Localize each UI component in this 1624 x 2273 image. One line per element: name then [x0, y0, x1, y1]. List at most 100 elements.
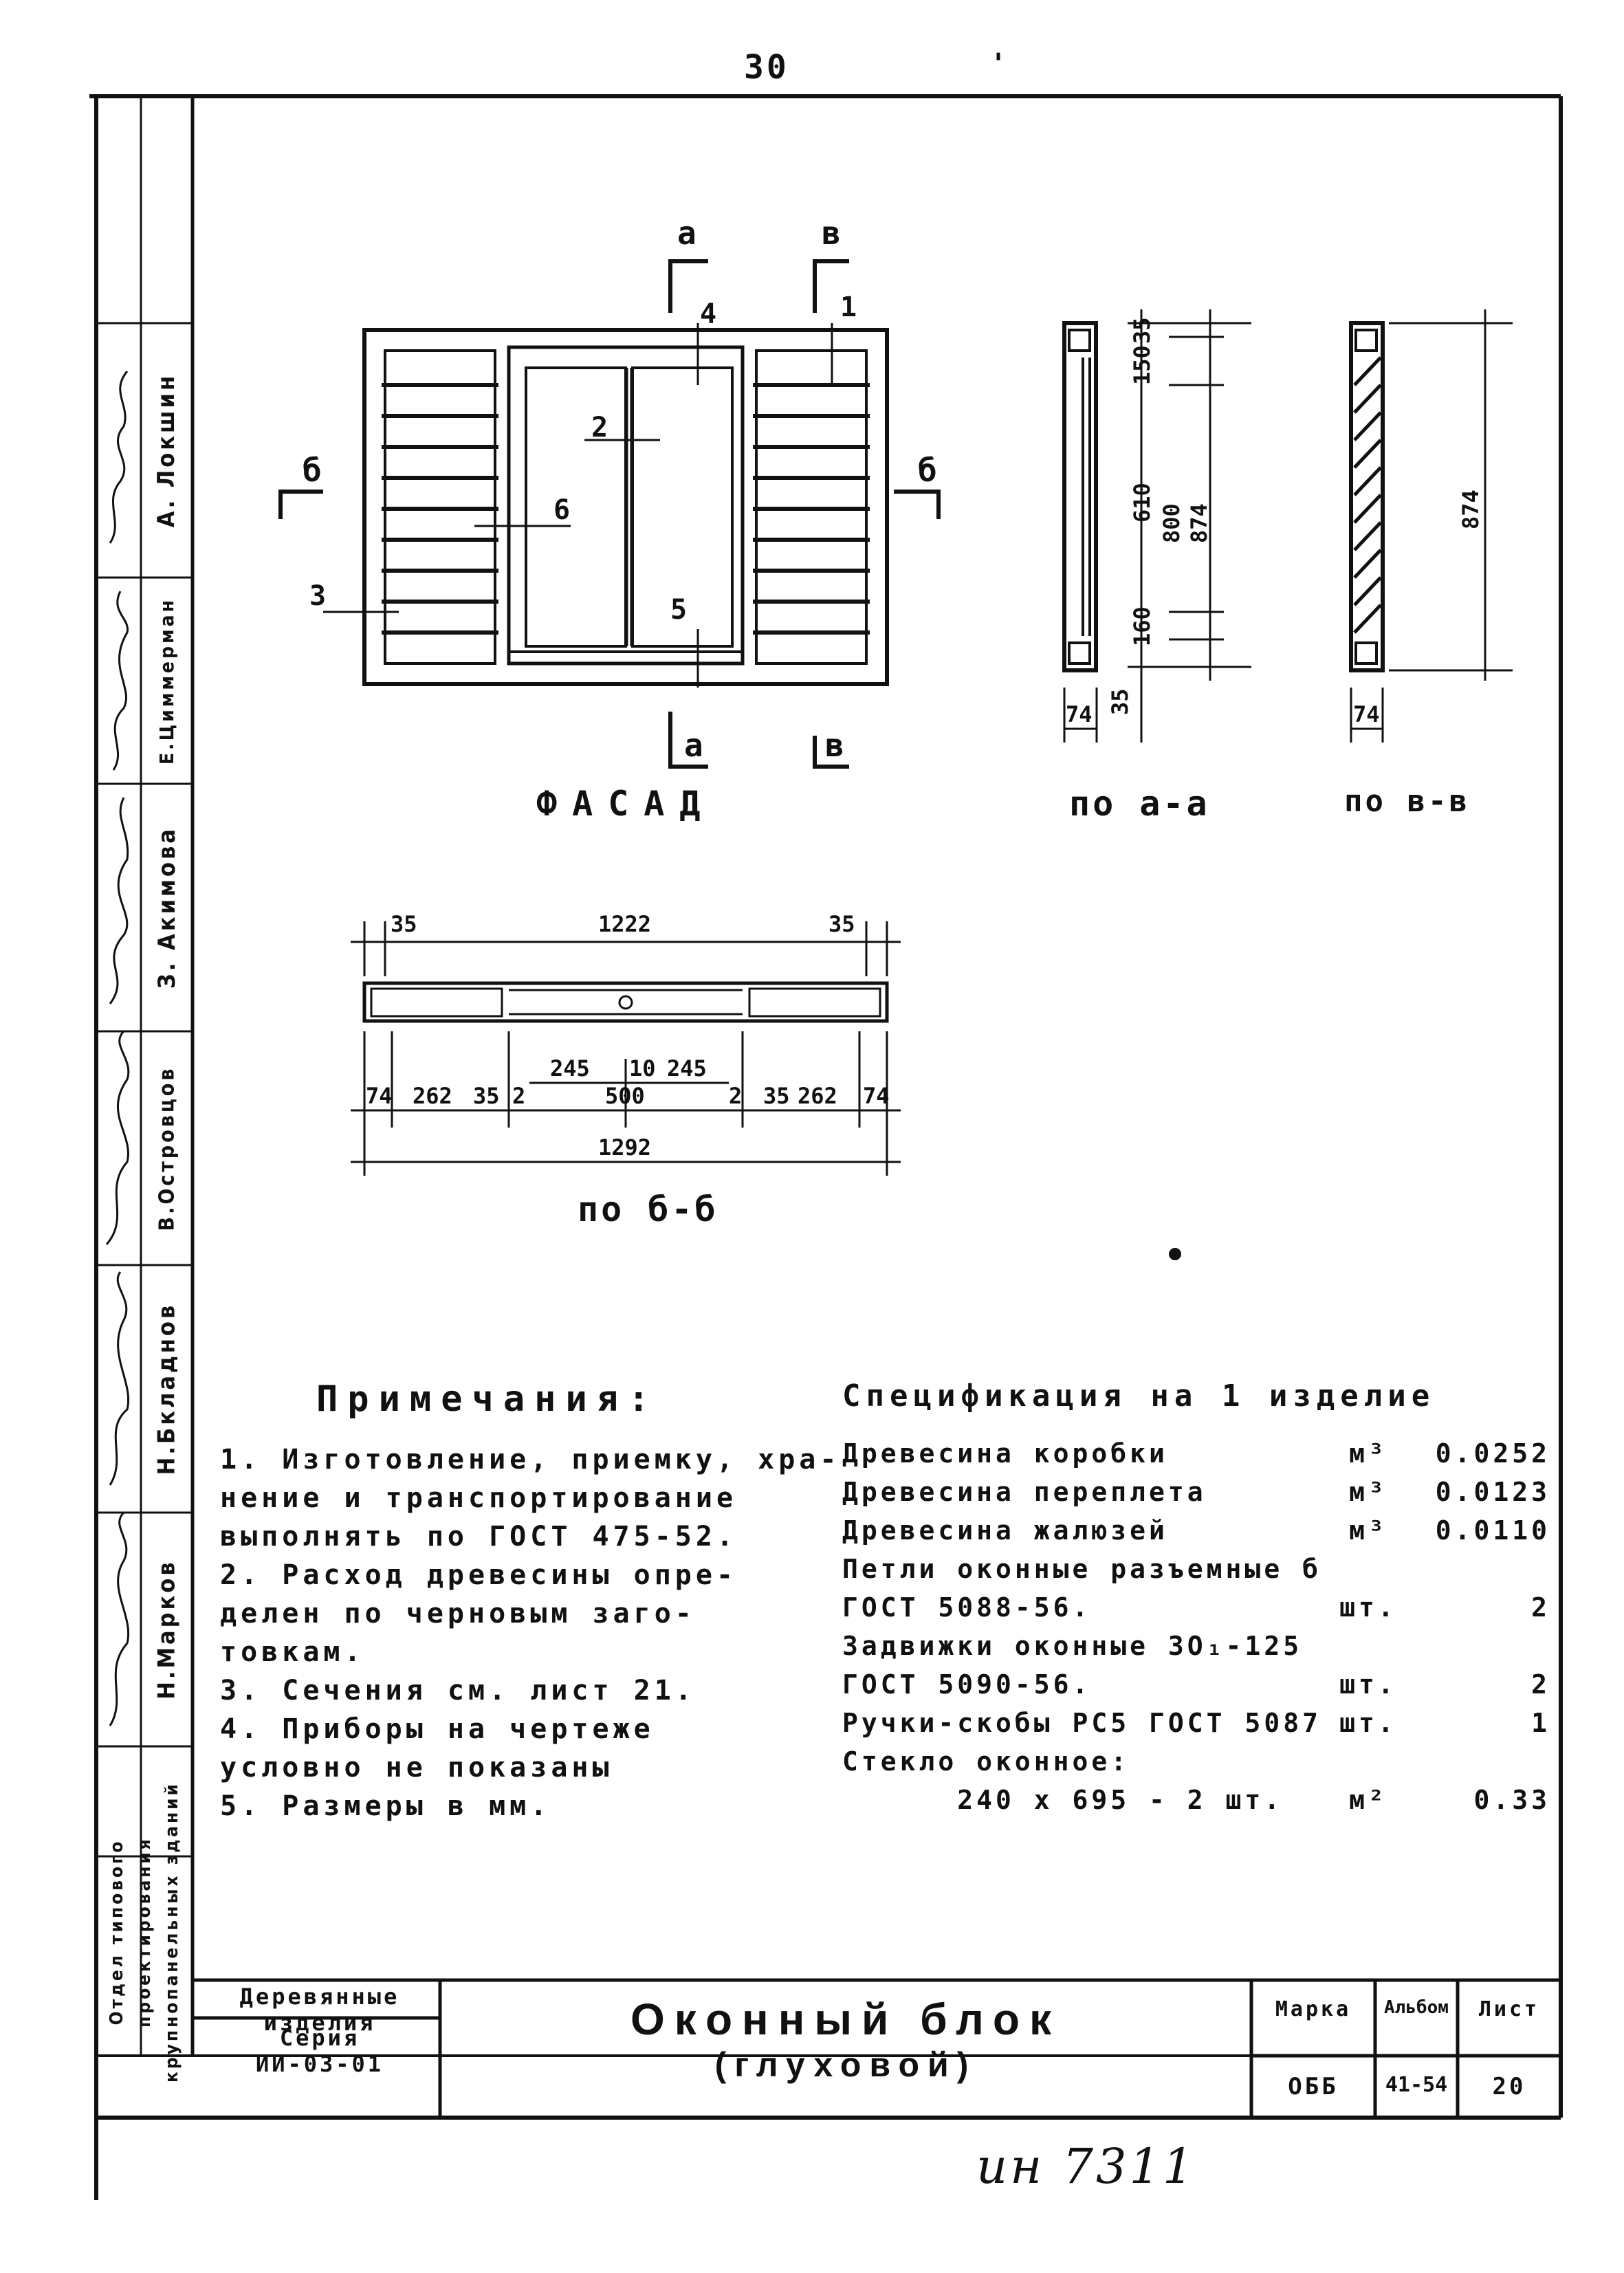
dim-bb-2-a: 2 [512, 1083, 525, 1109]
person-name: Е.Циммерман [155, 597, 179, 765]
section-b-top: в [822, 215, 841, 252]
dim-aa-800: 800 [1159, 503, 1185, 543]
section-vv-title: по в-в [1344, 784, 1470, 819]
note-line: нение и транспортирование [220, 1482, 738, 1514]
spec-block: Спецификация на 1 изделие Древесина коро… [842, 1379, 1550, 1819]
dim-bb-500: 500 [605, 1083, 645, 1109]
dim-bb-35-b: 35 [763, 1083, 790, 1109]
spec-name: ГОСТ 5090-56. [842, 1669, 1092, 1700]
section-aa-view [1062, 309, 1251, 743]
spec-unit: м² [1349, 1785, 1387, 1815]
sidebar-person: Е.Циммерман [141, 578, 193, 784]
spec-name: Ручки-скобы РС5 ГОСТ 5087-56 [842, 1708, 1324, 1738]
sidebar-person: А. Локшин [141, 323, 193, 578]
section-a-top: а [677, 215, 696, 252]
spec-unit [1324, 1742, 1413, 1781]
tb-mark: ОББ [1288, 2073, 1339, 2100]
notes-block: Примечания: 1. Изготовление, приемку, хр… [220, 1379, 841, 1825]
dim-bb-245-a: 245 [550, 1055, 590, 1081]
org-line: Отдел типового [107, 1838, 128, 2025]
spec-name: Древесина переплета [842, 1477, 1207, 1507]
spec-qty: 0.0110 [1435, 1515, 1550, 1546]
tb-title: Оконный блок (глуховой) [440, 1994, 1251, 2085]
tb-title-1: Оконный блок [630, 1995, 1062, 2044]
callout-3: 3 [309, 580, 326, 612]
dim-vv-74: 74 [1353, 701, 1380, 727]
spec-unit: шт. [1339, 1592, 1397, 1623]
tb-category-1: Деревянные [239, 1984, 400, 2010]
spec-unit: м³ [1349, 1438, 1387, 1469]
spec-qty: 0.0252 [1435, 1438, 1550, 1469]
section-b-right: б [918, 452, 937, 489]
spec-qty: 1 [1531, 1708, 1550, 1738]
facade-view [278, 259, 941, 769]
dim-bb-262-right: 262 [798, 1083, 837, 1109]
callout-6: 6 [553, 494, 570, 526]
spec-row: Ручки-скобы РС5 ГОСТ 5087-56шт.1 [842, 1704, 1550, 1742]
spec-name: ГОСТ 5088-56. [842, 1592, 1092, 1623]
callout-5: 5 [670, 594, 687, 626]
tb-col-album: Альбом [1384, 1997, 1449, 2018]
spec-unit: шт. [1339, 1669, 1397, 1700]
archive-number: ин 7311 [976, 2138, 1196, 2195]
tb-title-2: (глуховой) [714, 2045, 977, 2084]
dim-aa-74: 74 [1066, 701, 1093, 727]
spec-name: Петли оконные разъемные б-75 [842, 1554, 1324, 1584]
person-name: З. Акимова [153, 826, 181, 989]
dim-bb-10: 10 [629, 1055, 656, 1081]
top-mark: ' [990, 48, 1010, 80]
section-b-bottom: в [825, 727, 844, 764]
sidebar-person: Н.Марков [141, 1513, 193, 1746]
spec-qty [1413, 1742, 1550, 1781]
note-line: условно не показаны [220, 1752, 613, 1783]
tb-series: Серия ИИ-03-01 [203, 2025, 437, 2077]
note-line: 5. Размеры в мм. [220, 1790, 551, 1822]
spec-row: Задвижки оконные ЗО₁-125 [842, 1627, 1550, 1665]
spec-qty: 2 [1531, 1592, 1550, 1623]
spec-unit: м³ [1349, 1477, 1387, 1507]
section-a-bottom: а [684, 727, 703, 764]
spec-name: Древесина коробки [842, 1438, 1168, 1469]
dim-bb-1222: 1222 [598, 911, 651, 937]
spec-row: ГОСТ 5090-56. шт. 2 [842, 1665, 1550, 1704]
notes-title: Примечания: [316, 1379, 659, 1420]
spec-qty: 0.0123 [1435, 1477, 1550, 1507]
sidebar-person: Н.Бкладнов [141, 1265, 193, 1513]
spec-title: Спецификация на 1 изделие [842, 1379, 1436, 1414]
callout-4: 4 [700, 298, 716, 330]
section-vv-dims: 874 74 [1353, 490, 1484, 727]
tb-album: 41-54 [1385, 2073, 1448, 2097]
facade-labels: 4 1 2 6 3 5 а в а в б б [303, 215, 937, 764]
spec-row: Стекло оконное: [842, 1742, 1550, 1781]
section-aa-title: по а-а [1069, 784, 1210, 824]
spec-unit [1324, 1550, 1413, 1588]
dim-aa-35b: 35 [1107, 688, 1133, 715]
spec-name: 240 x 695 - 2 шт. [842, 1785, 1284, 1815]
section-aa-dims: 35 150 610 800 874 160 35 74 [1066, 317, 1212, 727]
spec-name: Стекло оконное: [842, 1746, 1130, 1777]
speck [1169, 1248, 1181, 1260]
dim-aa-874: 874 [1186, 503, 1212, 543]
tb-series-2: ИИ-03-01 [255, 2051, 384, 2077]
callout-2: 2 [591, 412, 608, 443]
sidebar-org: Отдел типового проектирования крупнопане… [96, 1746, 193, 2118]
facade-title: ФАСАД [536, 784, 716, 824]
callout-1: 1 [840, 292, 857, 323]
note-line: делен по черновым заго- [220, 1598, 696, 1629]
dim-aa-160: 160 [1129, 606, 1155, 646]
spec-row: Древесина коробки м³ 0.0252 [842, 1434, 1550, 1473]
spec-unit: м³ [1349, 1515, 1387, 1546]
dim-aa-35: 35 [1129, 317, 1155, 344]
note-line: 1. Изготовление, приемку, хра- [220, 1444, 841, 1475]
note-line: 4. Приборы на чертеже [220, 1713, 655, 1745]
section-vv-view [1349, 309, 1513, 743]
tb-category-2: изделия [263, 2010, 376, 2036]
spec-name: Древесина жалюзей [842, 1515, 1168, 1546]
spec-qty: 2 [1531, 1669, 1550, 1700]
person-name: В.Островцов [155, 1066, 179, 1231]
dim-bb-245-b: 245 [667, 1055, 707, 1081]
dim-bb-35-a: 35 [473, 1083, 500, 1109]
tb-col-mark: Марка [1275, 1997, 1352, 2021]
